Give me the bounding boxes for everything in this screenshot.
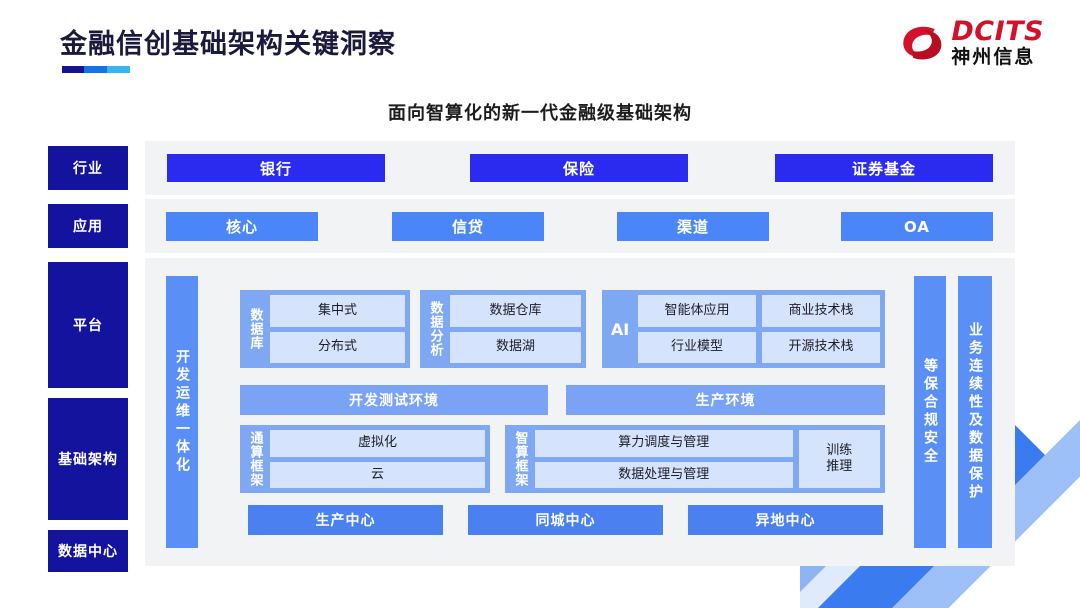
group-label-database: 数据库	[247, 308, 263, 350]
general-compute-item-1[interactable]: 云	[270, 461, 485, 488]
row-label-infrastructure: 基础架构	[48, 398, 128, 520]
ai-item-industry-model[interactable]: 行业模型	[638, 331, 756, 363]
group-ai[interactable]: AI 智能体应用 行业模型 商业技术栈 开源技术栈	[602, 290, 885, 368]
logo-text-cn: 神州信息	[951, 46, 1036, 68]
group-ai-compute[interactable]: 智算框架 算力调度与管理 数据处理与管理 训练 推理	[505, 425, 885, 493]
general-compute-item-0[interactable]: 虚拟化	[270, 430, 485, 457]
ai-item-agent-app[interactable]: 智能体应用	[638, 295, 756, 327]
page-title: 金融信创基础架构关键洞察	[60, 29, 396, 60]
title-accent-rule	[62, 66, 130, 73]
analytics-item-1[interactable]: 数据湖	[450, 331, 581, 363]
group-label-ai: AI	[610, 319, 630, 339]
datacenter-item-0[interactable]: 生产中心	[248, 505, 443, 535]
row-label-platform: 平台	[48, 262, 128, 388]
row-label-application: 应用	[48, 204, 128, 248]
compliance-vertical-bar[interactable]: 等保合规安全	[914, 276, 946, 548]
brand-logo: DCITS 神州信息	[899, 18, 1044, 67]
database-item-0[interactable]: 集中式	[270, 295, 405, 327]
row-label-datacenter: 数据中心	[48, 530, 128, 572]
environment-production[interactable]: 生产环境	[566, 385, 885, 415]
devops-vertical-bar[interactable]: 开发运维一体化	[166, 276, 198, 548]
group-database[interactable]: 数据库 集中式 分布式	[240, 290, 410, 368]
datacenter-item-2[interactable]: 异地中心	[688, 505, 883, 535]
group-general-compute[interactable]: 通算框架 虚拟化 云	[240, 425, 490, 493]
ai-item-opensource-stack[interactable]: 开源技术栈	[762, 331, 880, 363]
dcits-swirl-icon	[903, 26, 942, 59]
ai-item-commercial-stack[interactable]: 商业技术栈	[762, 295, 880, 327]
group-label-ai-compute: 智算框架	[512, 431, 528, 487]
group-label-analytics: 数据分析	[427, 301, 443, 357]
datacenter-item-1[interactable]: 同城中心	[468, 505, 663, 535]
application-item-0[interactable]: 核心	[166, 212, 318, 241]
application-item-2[interactable]: 渠道	[617, 212, 769, 241]
application-item-3[interactable]: OA	[841, 212, 993, 241]
row-label-industry: 行业	[48, 146, 128, 190]
continuity-vertical-bar[interactable]: 业务连续性及数据保护	[958, 276, 992, 548]
ai-compute-item-1[interactable]: 数据处理与管理	[535, 461, 793, 488]
industry-item-1[interactable]: 保险	[470, 154, 688, 182]
ai-compute-item-0[interactable]: 算力调度与管理	[535, 430, 793, 457]
application-item-1[interactable]: 信贷	[392, 212, 544, 241]
group-analytics[interactable]: 数据分析 数据仓库 数据湖	[420, 290, 586, 368]
environment-dev-test[interactable]: 开发测试环境	[240, 385, 548, 415]
diagram-subtitle: 面向智算化的新一代金融级基础架构	[388, 103, 692, 124]
analytics-item-0[interactable]: 数据仓库	[450, 295, 581, 327]
group-label-general-compute: 通算框架	[247, 431, 263, 487]
database-item-1[interactable]: 分布式	[270, 331, 405, 363]
logo-text-en: DCITS	[951, 16, 1044, 47]
industry-item-0[interactable]: 银行	[167, 154, 385, 182]
ai-compute-train-infer-box[interactable]: 训练 推理	[798, 430, 881, 488]
industry-item-2[interactable]: 证券基金	[775, 154, 993, 182]
